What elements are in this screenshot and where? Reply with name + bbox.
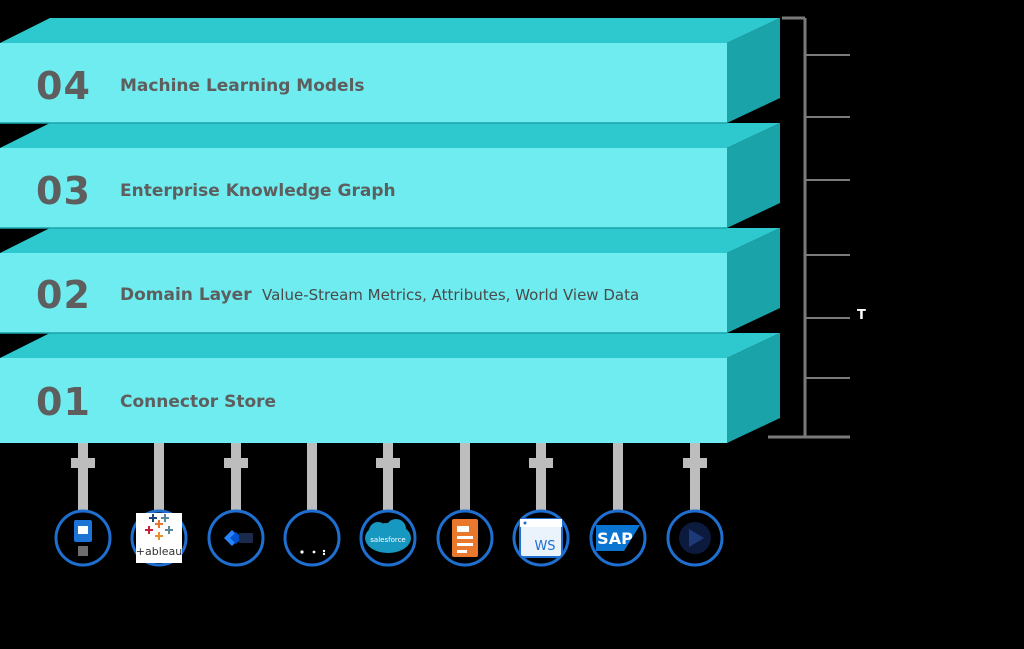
connector-stem xyxy=(536,443,546,513)
connector-stem-plug xyxy=(376,458,400,468)
slab-front-face xyxy=(0,43,727,123)
document-icon[interactable] xyxy=(436,509,494,567)
connector-stem xyxy=(690,443,700,513)
connector-stem xyxy=(231,443,241,513)
connector-stem-plug xyxy=(683,458,707,468)
azure-devops-icon[interactable] xyxy=(54,509,112,567)
layer-number: 02 xyxy=(36,273,91,317)
layer-04: 04 Machine Learning Models xyxy=(0,18,780,124)
github-icon[interactable] xyxy=(283,509,341,567)
connector-row: +ableau salesforce WS SAP xyxy=(54,509,724,567)
connector-label: salesforce xyxy=(370,536,405,544)
layer-number: 04 xyxy=(36,64,91,108)
connector-label: WS xyxy=(534,539,555,554)
ws-icon[interactable]: WS xyxy=(512,509,570,567)
connector-stem xyxy=(154,443,164,513)
connector-label: SAP xyxy=(597,529,633,548)
layer-number: 03 xyxy=(36,169,91,213)
connector-stems xyxy=(71,443,707,513)
slab-front-face xyxy=(0,253,727,333)
side-label: T xyxy=(857,308,866,323)
connector-ring xyxy=(283,509,341,567)
connector-label: +ableau xyxy=(136,545,182,558)
slab-front-face xyxy=(0,148,727,228)
layer-03: 03 Enterprise Knowledge Graph xyxy=(0,123,780,229)
layer-title: Enterprise Knowledge Graph xyxy=(120,181,396,201)
layer-title: Connector Store xyxy=(120,392,276,412)
sap-icon[interactable]: SAP xyxy=(589,509,647,567)
tableau-icon[interactable]: +ableau xyxy=(130,509,188,567)
connector-stem xyxy=(383,443,393,513)
connector-stem-plug xyxy=(529,458,553,468)
slab-side-face xyxy=(727,18,780,123)
servicenow-icon[interactable] xyxy=(666,509,724,567)
slab-top-face xyxy=(0,228,780,253)
layer-02: 02 Domain Layer Value-Stream Metrics, At… xyxy=(0,228,780,334)
connector-stem xyxy=(307,443,317,513)
jira-icon[interactable] xyxy=(207,509,265,567)
slab-top-face xyxy=(0,18,780,43)
salesforce-icon[interactable]: salesforce xyxy=(359,509,417,567)
connector-stem xyxy=(78,443,88,513)
slab-side-face xyxy=(727,123,780,228)
slab-front-face xyxy=(0,358,727,443)
layer-title: Machine Learning Models xyxy=(120,76,365,96)
layer-01: 01 Connector Store xyxy=(0,333,780,443)
slab-side-face xyxy=(727,333,780,443)
connector-stem-plug xyxy=(224,458,248,468)
slab-top-face xyxy=(0,333,780,358)
layer-subtitle: Value-Stream Metrics, Attributes, World … xyxy=(262,286,639,304)
connector-stem xyxy=(460,443,470,513)
slab-top-face xyxy=(0,123,780,148)
connector-stem-plug xyxy=(71,458,95,468)
side-scale: T xyxy=(768,16,866,439)
layer-title: Domain Layer xyxy=(120,285,252,305)
slab-side-face xyxy=(727,228,780,333)
layer-number: 01 xyxy=(36,380,91,424)
connector-stem xyxy=(613,443,623,513)
